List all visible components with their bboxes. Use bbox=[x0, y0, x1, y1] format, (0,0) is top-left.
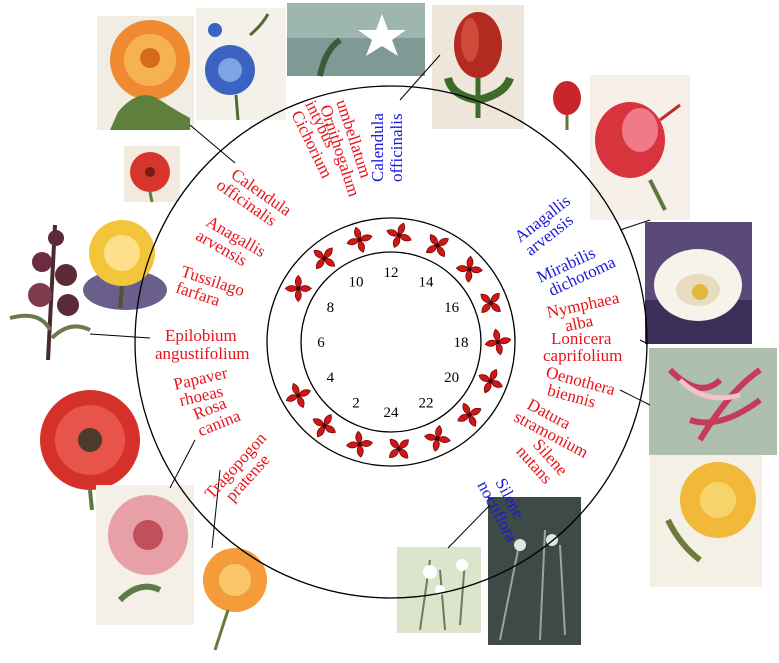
yellow-coltsfoot-painting-icon bbox=[83, 220, 167, 310]
white-campion-painting-icon bbox=[397, 547, 481, 633]
hour-label: 18 bbox=[454, 335, 469, 351]
dark-fireweed-painting-icon bbox=[10, 225, 90, 360]
hour-label: 8 bbox=[327, 300, 335, 316]
hour-label: 22 bbox=[419, 396, 434, 412]
flower-mark-icon bbox=[483, 327, 513, 357]
label-tussilago: Tussilago farfara bbox=[174, 262, 251, 318]
hour-label: 16 bbox=[444, 300, 460, 316]
yellow-primrose-painting-icon bbox=[650, 455, 762, 587]
orange-goatsbeard-painting-icon bbox=[203, 548, 267, 650]
hour-label: 10 bbox=[349, 274, 364, 290]
flower-mark-icon bbox=[422, 423, 452, 453]
white-star-flower-painting-icon bbox=[287, 3, 425, 76]
flower-mark-icon bbox=[455, 255, 483, 283]
hour-label: 12 bbox=[384, 265, 399, 281]
flower-mark-icon bbox=[306, 240, 342, 276]
hour-label: 24 bbox=[384, 405, 400, 421]
pink-wild-rose-painting-icon bbox=[96, 485, 194, 625]
flower-mark-icon bbox=[343, 224, 375, 256]
orange-marigold-painting-icon bbox=[97, 16, 194, 130]
hour-label: 20 bbox=[444, 370, 459, 386]
flower-mark-icon bbox=[345, 430, 374, 459]
flower-mark-icon bbox=[473, 364, 508, 399]
small-red-flower-painting-icon bbox=[124, 146, 180, 202]
honeysuckle-painting-icon bbox=[649, 348, 777, 455]
flower-mark-icon bbox=[381, 430, 418, 467]
label-tragopogon: Tragopogon pratense bbox=[201, 425, 286, 514]
label-lonicera: Lonicera caprifolium bbox=[543, 329, 622, 365]
small-red-rosebud-painting-icon bbox=[553, 81, 581, 130]
white-water-lily-painting-icon bbox=[645, 222, 752, 344]
hour-label: 4 bbox=[327, 370, 335, 386]
hour-label: 14 bbox=[419, 274, 435, 290]
species-labels: Calendula officinalis Ornithogalum umbel… bbox=[155, 97, 629, 545]
flower-mark-icon bbox=[285, 276, 311, 302]
flower-mark-icon bbox=[281, 379, 315, 413]
flower-mark-icon bbox=[382, 219, 416, 253]
middle-circle bbox=[267, 218, 515, 466]
blue-chicory-painting-icon bbox=[196, 8, 286, 120]
paintings-layer bbox=[10, 3, 777, 650]
red-bud-painting-icon bbox=[432, 5, 524, 129]
hour-label: 6 bbox=[317, 335, 325, 351]
hour-label: 2 bbox=[352, 396, 360, 412]
label-epilobium: Epilobium angustifolium bbox=[155, 326, 249, 363]
red-hibiscus-painting-icon bbox=[590, 75, 690, 220]
